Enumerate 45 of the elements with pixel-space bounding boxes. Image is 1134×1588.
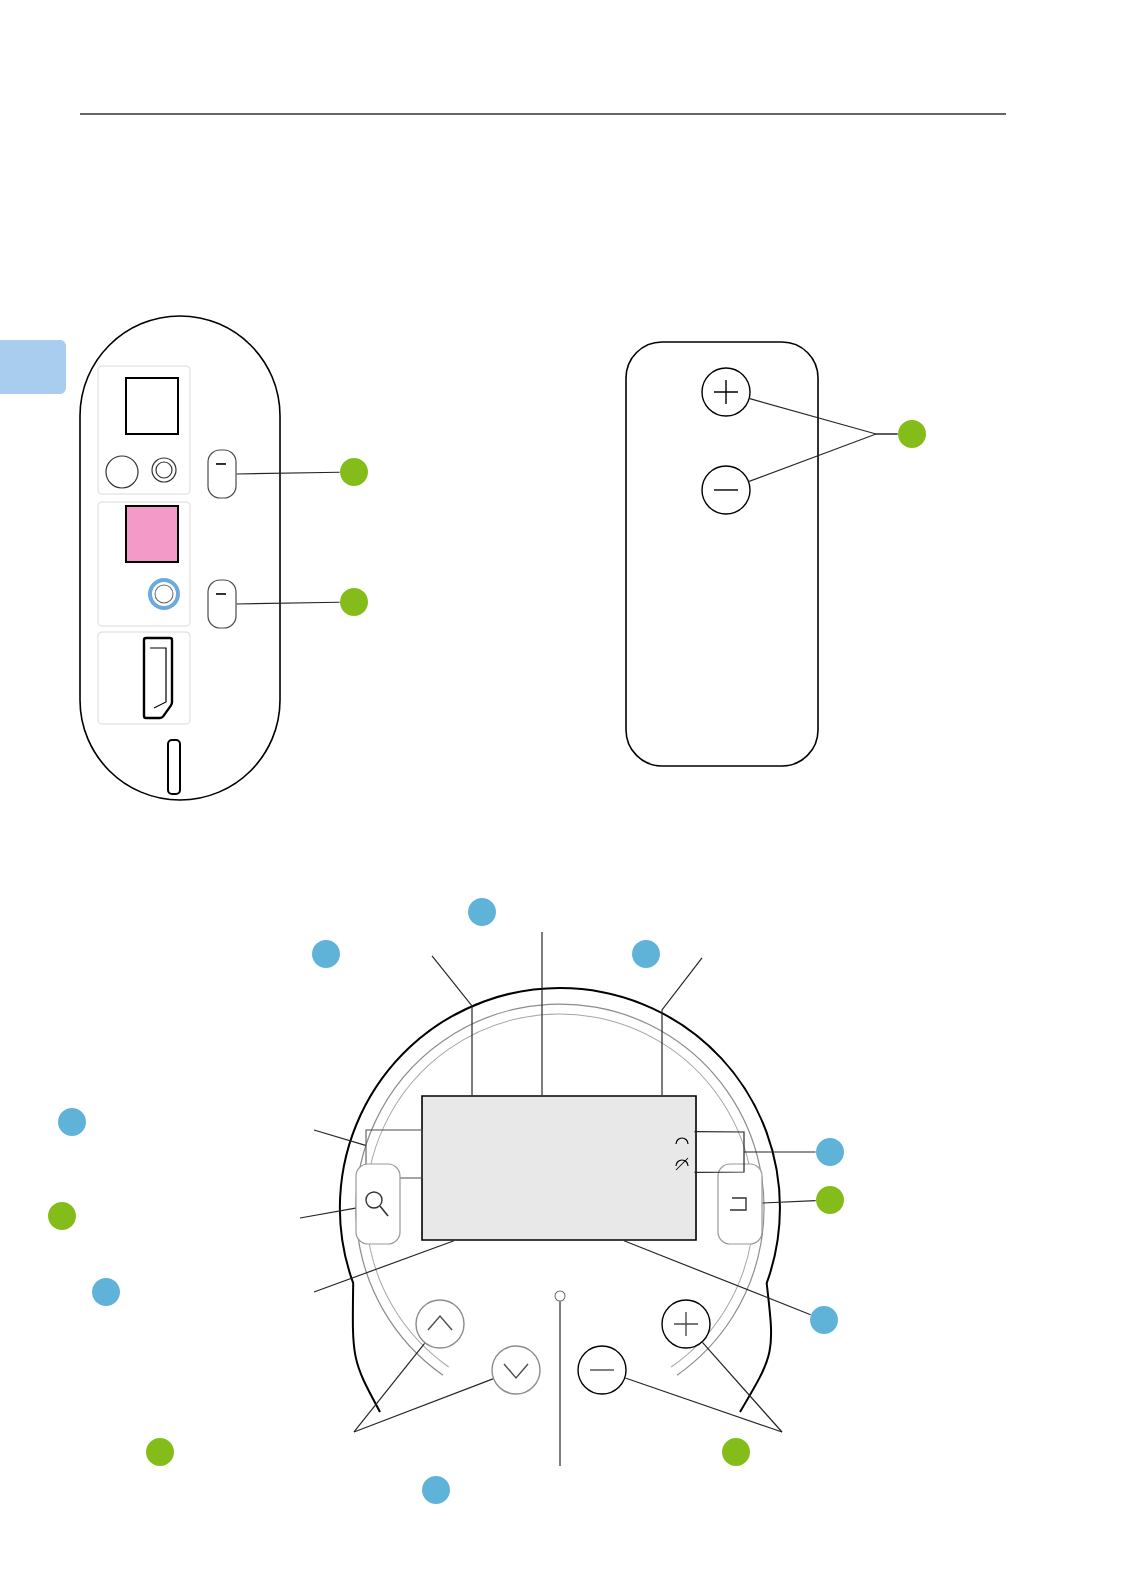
callout-dot bbox=[48, 1202, 76, 1230]
leader-line bbox=[762, 1200, 817, 1204]
callout-dot bbox=[92, 1278, 120, 1306]
leader-line bbox=[353, 1342, 426, 1433]
leader-line bbox=[623, 1240, 812, 1316]
callout-dot bbox=[468, 898, 496, 926]
leader-line bbox=[748, 433, 899, 482]
leader-line bbox=[431, 955, 473, 1096]
minus-button bbox=[577, 1345, 627, 1395]
callout-dot bbox=[816, 1186, 844, 1214]
leader-line bbox=[624, 1377, 783, 1433]
leader-line bbox=[559, 1300, 561, 1467]
callout-dot bbox=[816, 1138, 844, 1166]
callout-dot bbox=[58, 1108, 86, 1136]
leader-line bbox=[701, 1341, 783, 1433]
leader-line bbox=[541, 931, 543, 1096]
leader-line bbox=[693, 1131, 817, 1173]
leader-line bbox=[313, 1240, 455, 1293]
search-button bbox=[355, 1163, 401, 1245]
plus-button bbox=[661, 1299, 711, 1349]
indicator-light bbox=[554, 1290, 566, 1302]
plus-button bbox=[701, 367, 751, 417]
callout-dot bbox=[422, 1476, 450, 1504]
leader-line bbox=[661, 957, 703, 1096]
leader-line bbox=[353, 1378, 494, 1433]
minus-button bbox=[701, 465, 751, 515]
leader-line bbox=[313, 1129, 367, 1147]
leader-line bbox=[236, 471, 341, 475]
return-button bbox=[717, 1163, 763, 1245]
down-button bbox=[491, 1345, 541, 1395]
leader-line bbox=[299, 1207, 356, 1219]
callout-dot bbox=[312, 940, 340, 968]
callout-dot bbox=[722, 1438, 750, 1466]
callout-dot bbox=[340, 588, 368, 616]
callout-dot bbox=[632, 940, 660, 968]
callout-dot bbox=[898, 420, 926, 448]
callout-dot bbox=[340, 458, 368, 486]
callout-dot bbox=[810, 1306, 838, 1334]
slide-switch bbox=[207, 449, 237, 499]
display-screen bbox=[421, 1095, 697, 1241]
leader-line bbox=[236, 601, 341, 605]
up-button bbox=[415, 1299, 465, 1349]
callout-dot bbox=[146, 1438, 174, 1466]
status-icons bbox=[675, 1137, 689, 1171]
slide-switch bbox=[207, 579, 237, 629]
